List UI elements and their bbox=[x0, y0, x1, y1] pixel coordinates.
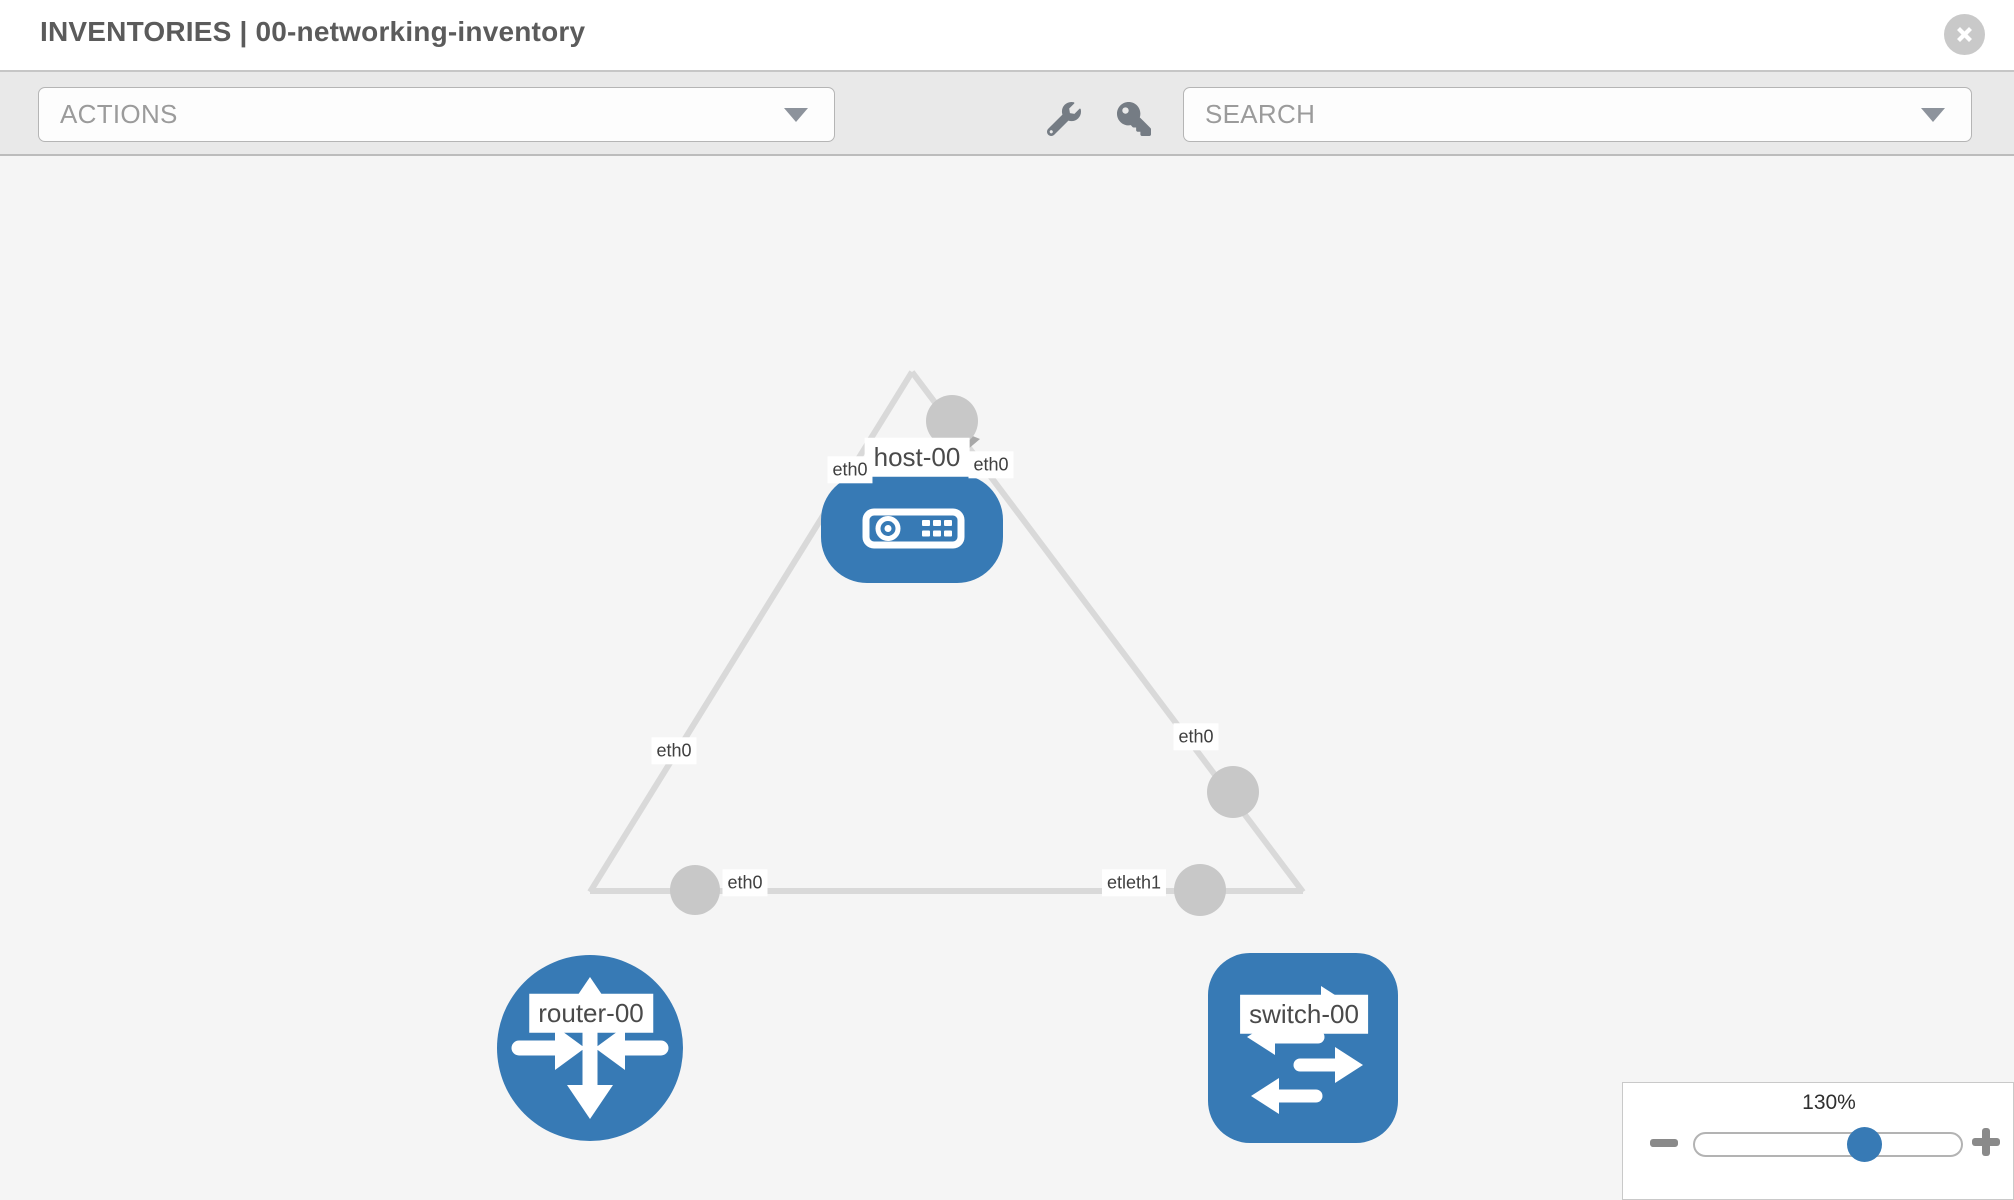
minus-icon bbox=[1650, 1135, 1678, 1153]
node-switch-00[interactable] bbox=[1208, 953, 1398, 1143]
node-label-switch: switch-00 bbox=[1240, 994, 1368, 1034]
wrench-icon bbox=[1046, 101, 1081, 141]
node-label-host: host-00 bbox=[864, 437, 970, 477]
page-title: INVENTORIES | 00-networking-inventory bbox=[40, 16, 586, 47]
interface-dot-switch-top bbox=[1207, 766, 1259, 818]
zoom-in-button[interactable] bbox=[1969, 1123, 2003, 1165]
interface-dot-switch-left bbox=[1174, 864, 1226, 916]
close-button[interactable] bbox=[1944, 14, 1985, 55]
interface-label-host-left: eth0 bbox=[827, 456, 873, 484]
credentials-button[interactable] bbox=[1112, 99, 1156, 143]
zoom-widget: 130% bbox=[1622, 1082, 2014, 1200]
plus-icon bbox=[1972, 1127, 2000, 1161]
search-dropdown-label: SEARCH bbox=[1205, 99, 1316, 129]
toolbar: ACTIONS SEARCH bbox=[0, 70, 2014, 156]
zoom-slider-track[interactable] bbox=[1693, 1132, 1963, 1157]
search-dropdown[interactable]: SEARCH bbox=[1183, 87, 1972, 142]
interface-dot-router-right bbox=[670, 865, 720, 915]
topology-canvas[interactable]: host-00 router-00 switch-00 eth0 eth0 et… bbox=[0, 156, 2014, 1200]
node-router-00[interactable] bbox=[497, 955, 683, 1141]
interface-label-host-right: eth0 bbox=[968, 451, 1014, 479]
interface-label-router-right: eth0 bbox=[722, 869, 768, 897]
key-icon bbox=[1117, 101, 1151, 141]
zoom-out-button[interactable] bbox=[1647, 1123, 1681, 1165]
zoom-level-value: 130% bbox=[1802, 1091, 1856, 1114]
chevron-down-icon bbox=[784, 107, 808, 122]
actions-dropdown-label: ACTIONS bbox=[60, 99, 178, 129]
node-label-router: router-00 bbox=[529, 993, 653, 1033]
chevron-down-icon bbox=[1921, 107, 1945, 122]
topology-links-layer bbox=[587, 370, 1306, 916]
interface-label-switch-uplink: eth0 bbox=[1173, 723, 1219, 751]
interface-label-router-uplink: eth0 bbox=[651, 737, 697, 765]
configure-button[interactable] bbox=[1042, 99, 1086, 143]
interface-dot-host bbox=[926, 395, 978, 447]
interface-label-switch-left: etleth1 bbox=[1101, 869, 1167, 897]
node-host-00[interactable] bbox=[821, 474, 1003, 583]
zoom-slider-thumb[interactable] bbox=[1847, 1127, 1882, 1162]
actions-dropdown[interactable]: ACTIONS bbox=[38, 87, 835, 142]
header-bar: INVENTORIES | 00-networking-inventory bbox=[0, 0, 2014, 70]
